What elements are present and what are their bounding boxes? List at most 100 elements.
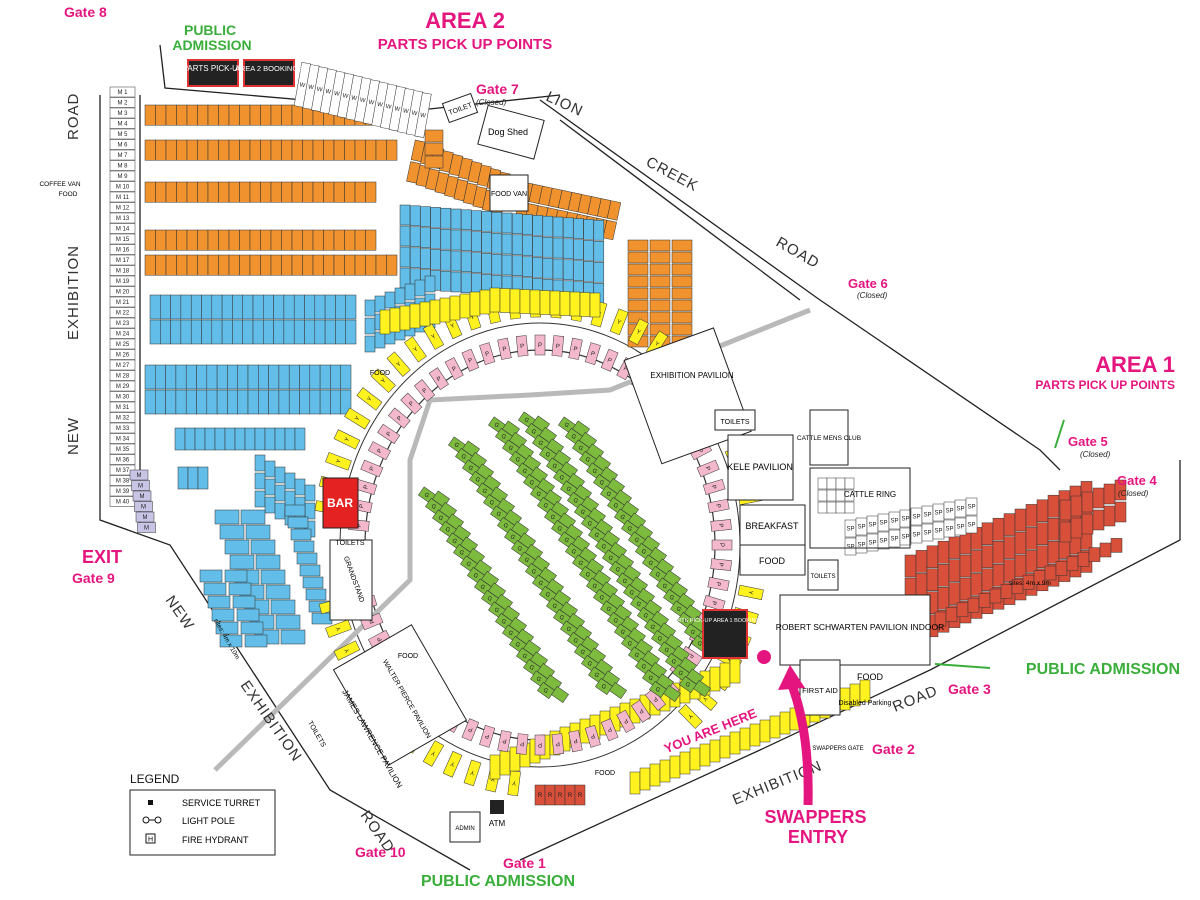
stall-label: W bbox=[420, 113, 427, 120]
service-turret-icon bbox=[148, 800, 153, 805]
stall bbox=[281, 229, 293, 251]
stall-label: G bbox=[453, 442, 461, 450]
stall-label: M bbox=[137, 473, 142, 479]
stall bbox=[237, 364, 249, 390]
stall bbox=[215, 621, 239, 635]
stall bbox=[344, 229, 356, 251]
stall bbox=[144, 104, 156, 126]
stall-label: Y bbox=[367, 396, 374, 403]
stall bbox=[293, 319, 305, 345]
stall bbox=[386, 139, 398, 161]
stall bbox=[669, 755, 681, 779]
stall-label: W bbox=[325, 89, 332, 96]
stall bbox=[489, 754, 501, 780]
stall bbox=[219, 634, 243, 648]
stall bbox=[196, 389, 208, 415]
stall bbox=[1014, 554, 1027, 578]
stall bbox=[211, 319, 223, 345]
stall bbox=[250, 539, 276, 555]
stall-label: Y bbox=[701, 695, 708, 702]
stall bbox=[196, 364, 208, 390]
stall bbox=[461, 718, 480, 742]
stall bbox=[671, 287, 693, 300]
gate-6-note: (Closed) bbox=[857, 291, 888, 300]
stall-label: M 8 bbox=[117, 164, 128, 170]
breakfast-label: BREAKFAST bbox=[745, 521, 799, 531]
stall bbox=[1014, 508, 1027, 532]
stall bbox=[254, 454, 266, 472]
stall-label: G bbox=[591, 468, 599, 476]
stall bbox=[258, 389, 269, 415]
stall bbox=[144, 254, 156, 276]
stall bbox=[281, 104, 293, 126]
stall-label: M bbox=[138, 484, 143, 490]
stall bbox=[702, 595, 726, 612]
stall bbox=[312, 181, 324, 203]
stall-label: M bbox=[143, 515, 148, 521]
stall bbox=[409, 247, 421, 269]
food-van-label: FOOD VAN bbox=[491, 191, 527, 198]
stall bbox=[507, 770, 521, 797]
stall bbox=[187, 466, 199, 490]
cattle-mens-club bbox=[809, 409, 849, 466]
stall bbox=[109, 212, 136, 224]
swappers-entry-label: SWAPPERS ENTRY bbox=[764, 807, 871, 847]
stall-label: P bbox=[436, 376, 443, 383]
stall bbox=[109, 401, 136, 413]
stall-label: G bbox=[558, 615, 566, 623]
stall bbox=[293, 540, 315, 553]
stall bbox=[135, 511, 155, 523]
stall bbox=[552, 258, 564, 280]
exit-label: EXIT bbox=[82, 547, 122, 567]
stall bbox=[227, 364, 238, 390]
stall-label: G bbox=[626, 641, 634, 649]
gate-7-note: (Closed) bbox=[476, 98, 507, 107]
stall bbox=[312, 139, 324, 161]
stall bbox=[629, 771, 641, 795]
stall bbox=[1036, 499, 1049, 523]
stall bbox=[616, 709, 636, 733]
stall bbox=[197, 181, 209, 203]
stall-label: Y bbox=[344, 647, 351, 653]
stall bbox=[299, 389, 311, 415]
stall bbox=[769, 715, 781, 739]
kele-pavilion bbox=[727, 434, 794, 501]
stall-label: G bbox=[460, 454, 468, 462]
stall bbox=[144, 364, 156, 390]
stall bbox=[252, 319, 264, 345]
stall bbox=[573, 260, 584, 281]
stall-label: G bbox=[530, 429, 538, 437]
stall bbox=[340, 364, 352, 390]
stall-label: G bbox=[656, 636, 664, 644]
stall bbox=[593, 261, 605, 283]
stall-label: P bbox=[468, 358, 474, 365]
stall bbox=[144, 229, 156, 251]
stall-label: G bbox=[626, 526, 634, 534]
stall-label: P bbox=[710, 484, 717, 490]
stall bbox=[399, 204, 411, 226]
stall-label: G bbox=[572, 498, 580, 506]
stall bbox=[207, 229, 219, 251]
stall-label: G bbox=[619, 629, 627, 637]
stall bbox=[365, 229, 377, 251]
food-left-label: FOOD bbox=[59, 191, 78, 198]
stall-label: G bbox=[530, 569, 538, 577]
stall bbox=[280, 629, 306, 645]
stall bbox=[915, 550, 928, 573]
stall bbox=[109, 244, 136, 255]
stall bbox=[926, 568, 939, 592]
stall-label: P bbox=[573, 346, 578, 353]
stall-label: SP bbox=[934, 511, 942, 517]
stall bbox=[574, 784, 586, 806]
stall-label: Y bbox=[450, 760, 456, 767]
stall bbox=[224, 539, 250, 555]
stall bbox=[1081, 491, 1094, 513]
stall-label: G bbox=[430, 504, 438, 512]
stall-label: G bbox=[507, 445, 515, 453]
stall bbox=[471, 252, 482, 273]
stall-label: G bbox=[451, 538, 459, 546]
stall-label: SP bbox=[857, 543, 865, 549]
grandstand bbox=[329, 539, 373, 621]
gate-3-label: Gate 3 bbox=[948, 681, 991, 697]
